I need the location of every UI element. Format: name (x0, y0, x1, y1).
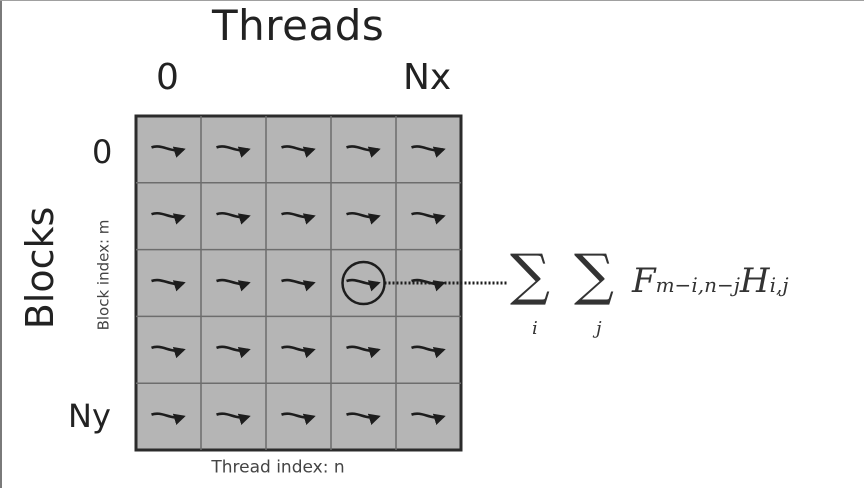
thread-arrow-icon (281, 278, 316, 292)
thread-arrow-icon (151, 278, 186, 292)
thread-arrow-icon (151, 145, 186, 158)
thread-arrow-icon (216, 212, 251, 225)
thread-arrow-icon (216, 412, 251, 425)
block-end-label: Ny (68, 397, 111, 435)
block-start-label: 0 (92, 133, 113, 171)
thread-arrow-icon (216, 278, 251, 292)
thread-arrows (151, 145, 446, 425)
thread-arrow-icon (411, 145, 446, 158)
thread-index-caption: Thread index: n (211, 457, 345, 478)
thread-arrow-icon (281, 145, 316, 158)
thread-arrow-icon (216, 345, 251, 359)
thread-arrow-icon (411, 345, 446, 359)
thread-arrow-icon (151, 412, 186, 425)
thread-arrow-icon (346, 145, 381, 158)
thread-arrow-icon (151, 212, 186, 225)
h-subscript: i,j (769, 273, 789, 297)
f-symbol: F (632, 261, 656, 301)
thread-arrow-icon (281, 345, 316, 359)
thread-arrow-icon (411, 412, 446, 425)
thread-arrow-icon (411, 278, 446, 292)
threads-axis-title: Threads (212, 1, 385, 50)
thread-arrow-icon (281, 412, 316, 425)
thread-arrow-icon (281, 212, 316, 225)
top-frame-edge (0, 0, 864, 1)
thread-arrow-icon (346, 278, 381, 292)
outer-sum-index: i (532, 318, 538, 339)
product-term: Fm−i,n−jHi,j (632, 264, 789, 298)
left-frame-edge (0, 0, 2, 488)
thread-arrow-icon (411, 212, 446, 225)
f-subscript: m−i,n−j (655, 273, 740, 297)
h-symbol: H (739, 261, 770, 301)
thread-arrow-icon (346, 345, 381, 359)
inner-sum-symbol: ∑ (574, 243, 614, 308)
thread-arrow-icon (346, 212, 381, 225)
grid-lines (136, 116, 461, 450)
thread-start-label: 0 (156, 57, 179, 98)
thread-arrow-icon (216, 145, 251, 158)
thread-arrow-icon (151, 345, 186, 359)
outer-sum-symbol: ∑ (510, 243, 550, 308)
thread-arrow-icon (346, 412, 381, 425)
thread-end-label: Nx (403, 57, 452, 98)
inner-sum-index: j (596, 318, 602, 339)
